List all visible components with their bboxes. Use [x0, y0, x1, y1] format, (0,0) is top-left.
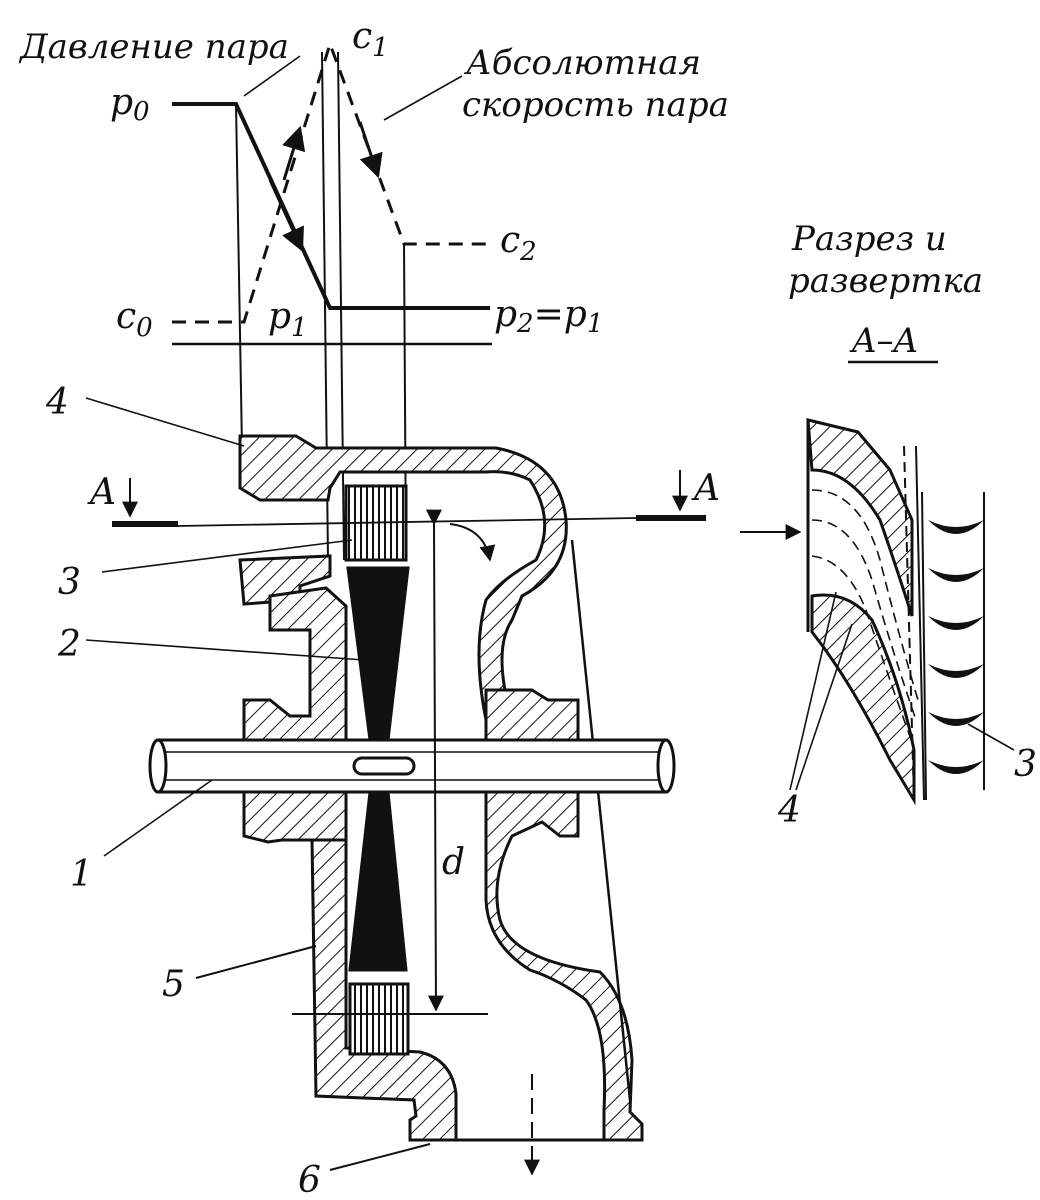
section-name: A–A — [849, 321, 918, 361]
c0-label: c0 — [116, 296, 153, 343]
c1-label: c1 — [352, 16, 389, 63]
section-detail — [740, 360, 1015, 806]
section-title-2: развертка — [788, 261, 983, 301]
p1-label: p1 — [268, 296, 308, 343]
section-nozzle-bottom — [810, 593, 916, 806]
p2-label: p2=p1 — [494, 294, 603, 339]
section-blades — [928, 520, 984, 774]
part-6-label: 6 — [298, 1160, 321, 1200]
velocity-curve — [172, 39, 490, 324]
pressure-curve — [172, 102, 490, 310]
section-part-4-label: 4 — [777, 790, 801, 831]
rotor-blades-bottom — [348, 982, 410, 1056]
part-1-label: 1 — [70, 854, 93, 895]
diameter-label: d — [442, 842, 465, 883]
section-title-1: Разрез и — [791, 219, 947, 259]
c2-label: c2 — [500, 220, 537, 267]
part-3-label: 3 — [58, 562, 81, 603]
velocity-label-2: скорость пара — [462, 85, 729, 125]
section-part-3-label: 3 — [1014, 744, 1037, 785]
part-5-label: 5 — [162, 964, 185, 1005]
casing-upper — [242, 586, 348, 742]
velocity-label-1: Абсолютная — [464, 43, 701, 83]
pressure-label: Давление пара — [18, 27, 289, 67]
casing-lower — [310, 838, 458, 1142]
part-2-label: 2 — [57, 624, 81, 665]
p0-label: p0 — [110, 82, 150, 127]
shaft — [148, 738, 676, 794]
labels: Давление пара Абсолютная скорость пара p… — [18, 16, 1037, 1200]
cut-label-left: A — [87, 472, 116, 513]
cut-label-right: A — [691, 468, 720, 509]
turbine-section — [85, 397, 706, 1176]
part-4-label: 4 — [45, 382, 69, 423]
rotor-disk — [346, 566, 410, 972]
section-nozzle-top — [806, 418, 914, 617]
